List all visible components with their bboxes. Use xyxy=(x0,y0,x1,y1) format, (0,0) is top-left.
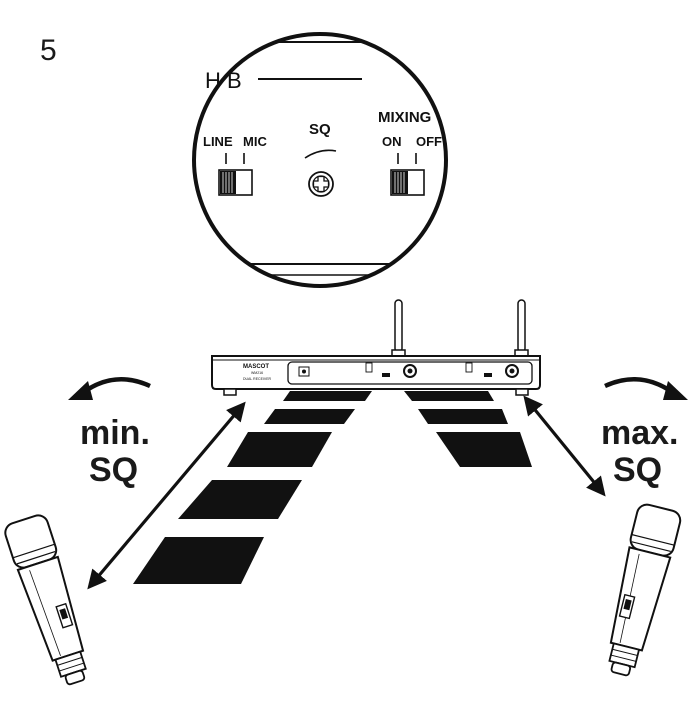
line-mic-switch[interactable] xyxy=(218,169,253,196)
handheld-microphone-icon xyxy=(4,514,87,686)
step-number: 5 xyxy=(40,34,57,67)
double-arrow-icon xyxy=(87,401,246,590)
zoom-panel: H B LINE MIC SQ xyxy=(192,32,448,288)
receiver-unit: MASCOT WM216 DUAL RECEIVER xyxy=(211,299,541,396)
rotate-ccw-arrow-icon xyxy=(68,377,151,400)
mixing-switch-group: MIXING ON OFF xyxy=(378,109,442,196)
receiver-subtitle: DUAL RECEIVER xyxy=(243,377,272,381)
mixing-label: MIXING xyxy=(378,109,431,126)
antenna-right xyxy=(514,299,529,359)
line-mic-switch-group: LINE MIC xyxy=(203,134,267,196)
mixing-switch[interactable] xyxy=(390,169,425,196)
receiver-model: WM216 xyxy=(251,371,263,375)
max-sq-label: SQ xyxy=(613,451,662,489)
signal-range-right xyxy=(404,391,532,467)
sq-control-group: SQ xyxy=(304,121,337,197)
channel-label: H B xyxy=(205,68,242,93)
handheld-microphone-icon xyxy=(608,503,682,677)
signal-range-left xyxy=(133,391,372,584)
min-label: min. xyxy=(80,414,150,452)
sq-label: SQ xyxy=(309,121,331,138)
mic-label: MIC xyxy=(243,134,267,149)
min-sq-label: SQ xyxy=(89,451,138,489)
max-label: max. xyxy=(601,414,679,452)
rotate-cw-arrow-icon xyxy=(604,377,688,400)
double-arrow-icon xyxy=(523,395,606,497)
receiver-brand: MASCOT xyxy=(243,364,269,370)
sq-trimmer-knob[interactable] xyxy=(308,171,334,197)
antenna-left xyxy=(391,299,406,359)
sq-range-arc-icon xyxy=(304,149,337,159)
mixing-on-label: ON xyxy=(382,134,402,149)
line-label: LINE xyxy=(203,134,233,149)
mixing-off-label: OFF xyxy=(416,134,442,149)
